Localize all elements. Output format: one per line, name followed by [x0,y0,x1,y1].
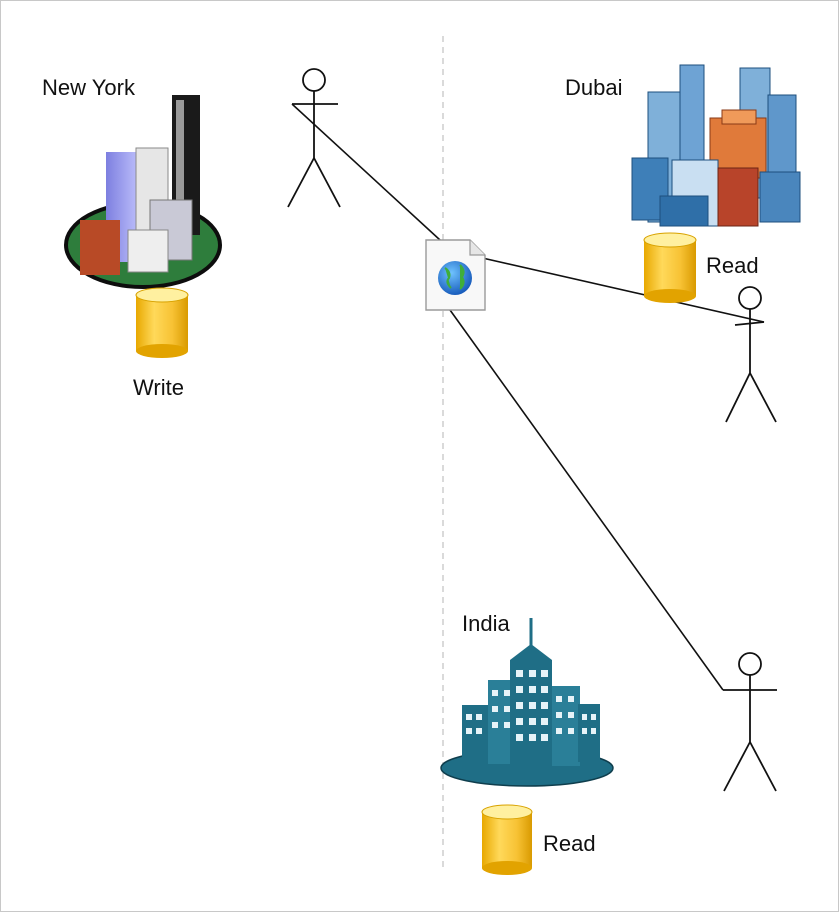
new-york-db-label: Write [133,375,184,400]
link-document-to-india-user [449,309,724,691]
dubai-label: Dubai [565,75,623,100]
link-newyork-user-to-document [291,103,441,241]
india-user-icon [723,652,777,792]
india-database-icon [481,804,533,875]
new-york-label: New York [42,75,135,100]
web-document-icon [425,239,486,311]
india-label: India [462,611,510,636]
india-city-icon [440,618,614,787]
new-york-database-icon [135,287,189,358]
new-york-user-icon [287,68,341,208]
dubai-user-icon [725,286,777,423]
dubai-database-icon [643,232,697,303]
dubai-city-icon [631,64,801,227]
link-document-to-dubai-user [477,256,765,323]
connection-lines [291,103,765,691]
new-york-city-icon [64,95,222,289]
dubai-db-label: Read [706,253,759,278]
india-db-label: Read [543,831,596,856]
